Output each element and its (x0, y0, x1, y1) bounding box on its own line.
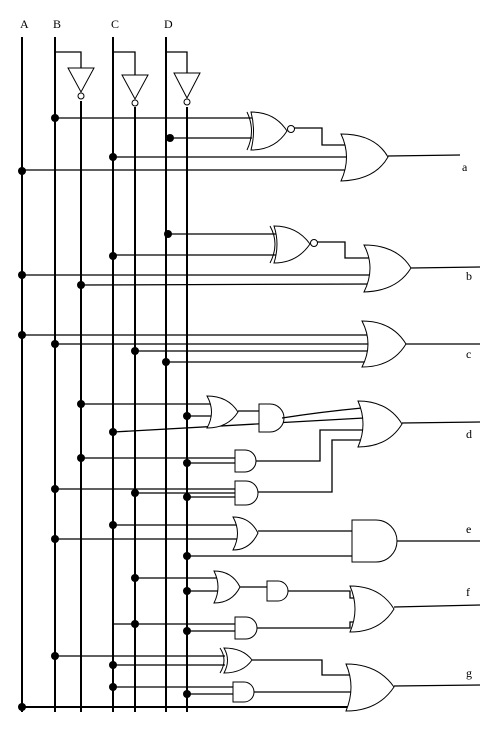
and-gate-f1 (266, 580, 289, 602)
and-gate-d3 (234, 480, 259, 506)
section-output-c: c (22, 320, 480, 368)
or-gate-e1 (232, 516, 259, 551)
or-gate-f1 (213, 570, 241, 604)
inverter-c (121, 74, 149, 101)
or-gate-g (345, 663, 395, 712)
section-output-b: b (22, 225, 481, 293)
inverters (55, 51, 201, 107)
output-label-b: b (466, 269, 472, 283)
output-label-f: f (466, 585, 470, 599)
section-output-a: a (22, 111, 468, 182)
output-label-d: d (466, 427, 472, 441)
xnor-gate-a (250, 111, 288, 151)
inverter-b (67, 67, 95, 94)
output-label-e: e (466, 522, 471, 536)
output-label-c: c (466, 347, 471, 361)
input-label-c: C (111, 17, 119, 31)
output-label-g: g (466, 666, 472, 680)
section-output-e: e (55, 516, 480, 563)
input-label-d: D (164, 17, 173, 31)
and-gate-e (351, 519, 398, 563)
and-gate-f2 (234, 616, 258, 640)
section-output-f: f (113, 570, 481, 640)
or-gate-c (361, 320, 407, 368)
section-output-g: g (55, 647, 481, 712)
or-gate-b (363, 244, 412, 293)
junction-dots (18, 114, 191, 711)
or-gate-d (357, 400, 403, 448)
and-gate-g2 (232, 681, 255, 703)
input-label-b: B (53, 17, 61, 31)
section-output-d: d (55, 395, 481, 506)
output-label-a: a (462, 160, 468, 174)
xor-gate-g1 (223, 647, 253, 674)
or-gate-a (340, 133, 389, 182)
and-gate-d1 (258, 403, 285, 433)
or-gate-f (349, 585, 395, 633)
or-gate-d1 (206, 395, 239, 429)
xnor-gate-b (273, 225, 311, 264)
input-label-a: A (20, 17, 29, 31)
and-gate-d2 (234, 449, 257, 473)
inverter-d (173, 72, 201, 100)
